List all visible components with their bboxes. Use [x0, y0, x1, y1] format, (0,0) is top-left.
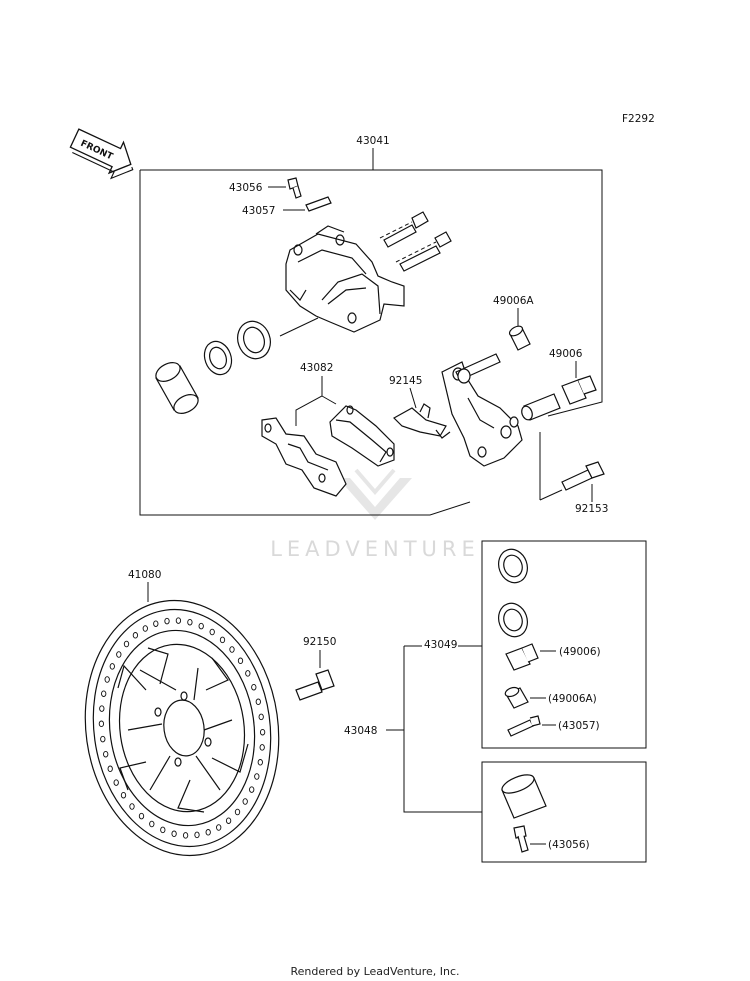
disc-hole	[182, 832, 189, 839]
watermark-text: LEADVENTURE	[270, 537, 480, 561]
seal-kit-box	[481, 540, 647, 749]
disc-hole	[194, 831, 200, 839]
disc-hole	[109, 663, 115, 670]
disc-hole	[98, 720, 105, 728]
disc-hole	[187, 618, 193, 626]
kit-cap-icon	[507, 715, 541, 737]
disc-hole	[259, 744, 265, 751]
boot-49006-icon	[561, 375, 597, 405]
bleed-valve-icon	[287, 177, 302, 199]
disc-hole	[142, 625, 148, 632]
kit-boot-49006-icon	[505, 643, 539, 671]
disc-hole	[255, 698, 261, 706]
bolt-92150-icon	[295, 669, 335, 701]
kit-seal-small-icon	[498, 602, 528, 638]
disc-hole	[120, 791, 127, 799]
disc-hole	[99, 705, 105, 712]
label-kit-43056: (43056)	[548, 839, 590, 851]
label-43049: 43049	[424, 639, 457, 651]
disc-hole	[171, 830, 177, 838]
disc-hole	[104, 676, 110, 683]
disc-hole	[254, 773, 260, 780]
watermark-logo	[338, 468, 412, 520]
footer-credit: Rendered by LeadVenture, Inc.	[290, 965, 459, 978]
figure-code: F2292	[622, 113, 655, 125]
label-43056: 43056	[229, 182, 263, 194]
disc-hole	[209, 628, 215, 636]
disc-hole	[249, 786, 255, 793]
label-92153: 92153	[575, 503, 608, 515]
kit-seal-large-icon	[498, 548, 528, 584]
disc-hole	[100, 735, 106, 743]
kit-piston-icon	[501, 774, 547, 819]
disc-hole	[234, 808, 241, 816]
label-kit-49006a: (49006A)	[548, 693, 597, 705]
label-kit-49006: (49006)	[559, 646, 601, 658]
caliper-assembly-frame	[139, 148, 603, 516]
caliper-pin-upper-icon	[379, 211, 429, 248]
piston-seal-large-icon	[237, 320, 271, 360]
label-kit-43057: (43057)	[558, 720, 600, 732]
label-43048: 43048	[344, 725, 377, 737]
disc-hole	[123, 640, 130, 648]
disc-hole	[258, 713, 264, 721]
disc-hole	[229, 646, 235, 653]
boot-49006a-icon	[508, 325, 531, 351]
disc-hole	[257, 759, 263, 766]
label-41080: 41080	[128, 569, 161, 581]
bracket-pin-upper-icon	[455, 353, 501, 384]
pad-spring-icon	[393, 403, 451, 439]
disc-hole	[132, 632, 139, 639]
kit-bleed-valve-icon	[513, 825, 529, 853]
disc-hole	[175, 617, 182, 624]
brake-pad-front-icon	[329, 405, 395, 467]
label-43041: 43041	[356, 135, 389, 147]
disc-hole	[138, 812, 145, 820]
front-arrow-icon: FRONT	[69, 128, 134, 180]
disc-hole	[198, 622, 204, 630]
disc-hole	[160, 826, 166, 834]
kit-boot-49006a-icon	[504, 686, 529, 709]
label-43082: 43082	[300, 362, 333, 374]
bolt-92153-icon	[561, 461, 605, 491]
disc-hole	[149, 820, 155, 828]
disc-hole	[164, 617, 170, 625]
piston-icon	[155, 362, 199, 414]
disc-hole	[153, 620, 159, 627]
disc-hole	[103, 750, 109, 758]
bracket-pin-lower-icon	[509, 393, 561, 428]
disc-hole	[129, 803, 135, 810]
label-92150: 92150	[303, 636, 336, 648]
label-92145: 92145	[389, 375, 422, 387]
disc-hole	[101, 690, 107, 697]
disc-hole	[225, 817, 232, 824]
label-43057: 43057	[242, 205, 275, 217]
disc-hole	[116, 651, 122, 658]
label-49006: 49006	[549, 348, 583, 360]
disc-hole	[205, 829, 211, 836]
disc-hole	[245, 670, 251, 677]
disc-hole	[259, 728, 266, 736]
disc-hole	[107, 765, 113, 773]
caliper-body-icon	[285, 225, 405, 333]
caliper-bracket-icon	[441, 361, 523, 467]
disc-hole	[219, 636, 226, 644]
brake-pad-rear-icon	[261, 417, 347, 497]
disc-hole	[216, 824, 222, 831]
disc-hole	[113, 779, 119, 786]
bleed-cap-icon	[305, 196, 332, 212]
disc-hole	[242, 798, 248, 805]
disc-hole	[237, 657, 244, 665]
label-49006a: 49006A	[493, 295, 534, 307]
brake-disc-icon	[84, 599, 280, 857]
disc-hole	[251, 683, 257, 691]
piston-seal-small-icon	[203, 340, 233, 376]
caliper-pin-lower-icon	[395, 231, 452, 272]
